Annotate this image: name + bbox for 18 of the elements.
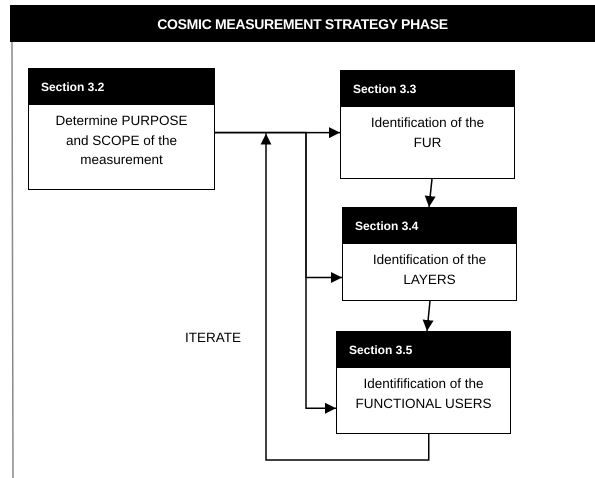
section-header: Section 3.3 <box>341 71 514 107</box>
section-header: Section 3.2 <box>29 69 214 105</box>
step-text: Determine PURPOSE and SCOPE of the measurement <box>54 112 189 170</box>
edge-label: ITERATE <box>183 330 244 345</box>
arrow <box>424 178 436 208</box>
step-text: Identification of the LAYERS <box>372 251 488 289</box>
section-box <box>342 207 517 301</box>
title-bar: COSMIC MEASUREMENT STRATEGY PHASE <box>10 5 595 42</box>
step-text: Identification of the FUR <box>370 114 486 152</box>
arrow <box>422 300 434 332</box>
step-text: Identifification of the FUNCTIONAL USERS <box>354 375 492 413</box>
section-box <box>340 70 515 179</box>
section-box <box>336 331 511 434</box>
section-header: Section 3.4 <box>343 208 516 244</box>
section-header: Section 3.5 <box>337 332 510 368</box>
section-box <box>28 68 215 190</box>
arrow <box>260 134 430 461</box>
arrow <box>215 132 336 414</box>
